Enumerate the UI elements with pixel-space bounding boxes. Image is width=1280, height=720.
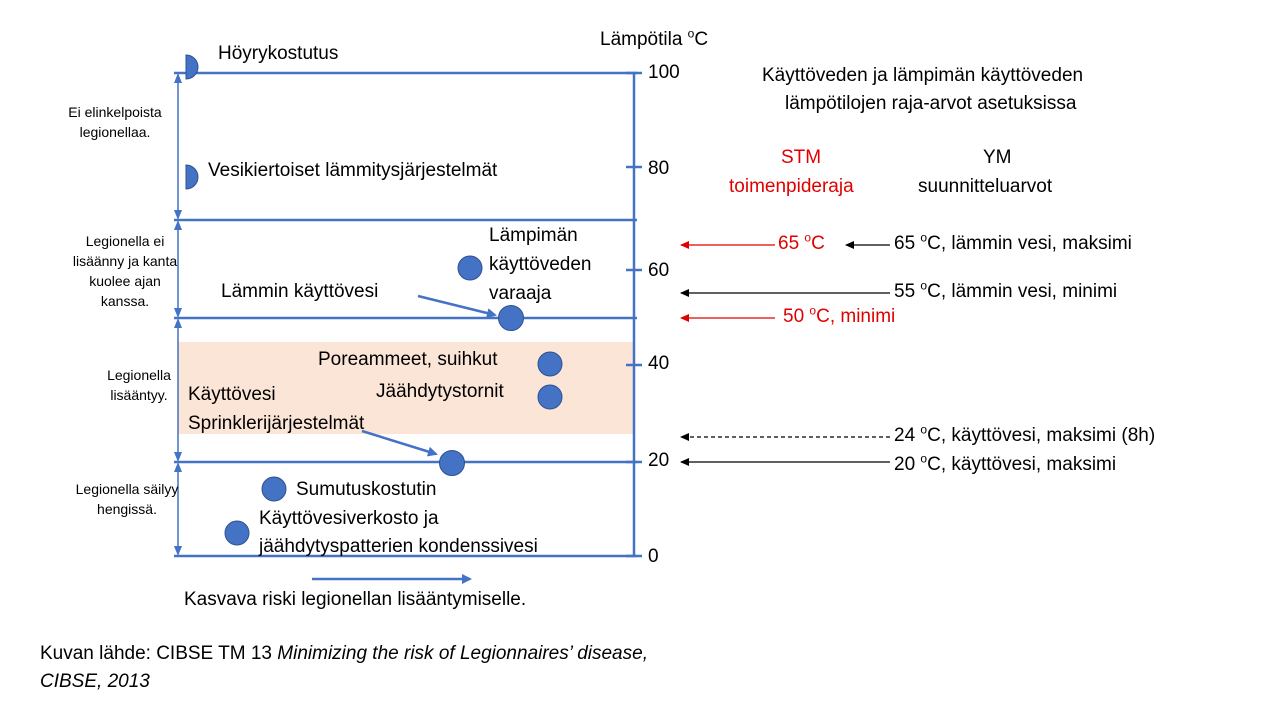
vesikiertoiset-marker [185,164,199,190]
lamminkayttovesi-pointer [417,294,497,318]
sprinkleri-pointer [361,429,438,457]
ym-55-label: 55 oC, lämmin vesi, minimi [894,280,1117,304]
item-hoyrykostutus: Höyrykostutus [218,43,339,64]
zone-label-no-survival: Ei elinkelpoista legionellaa. [68,104,162,140]
deg-sup: o [920,230,928,245]
item-kayttovesi: Käyttövesi [188,384,276,405]
ym-65-unit: C, lämmin vesi, maksimi [927,233,1132,254]
axis-ticks [626,71,642,558]
axis-title-unit: C [694,29,709,50]
item-vesikiertoiset: Vesikiertoiset lämmitysjärjestelmät [208,160,498,181]
stm-header-line2: toimenpideraja [729,176,854,197]
source-prefix: Kuvan lähde: CIBSE TM 13 [40,643,278,664]
ym-24-unit: C, käyttövesi, maksimi (8h) [927,425,1156,446]
zone-lines [174,71,637,558]
deg-sup: o [920,451,928,466]
poreammeet-marker [537,351,563,377]
source-line2: CIBSE, 2013 [40,669,150,695]
source-publisher: CIBSE, 2013 [40,671,150,692]
ym-header-line2: suunnitteluarvot [918,176,1053,197]
tick-label: 80 [648,158,670,179]
axis-title-sup: o [687,26,695,41]
ym-20-unit: C, käyttövesi, maksimi [927,454,1117,475]
source-title: Minimizing the risk of Legionnaires’ dis… [277,643,648,664]
jaahdytystornit-marker [537,384,563,410]
deg-sup: o [920,422,928,437]
ym-24-num: 24 [894,425,916,446]
risk-label: Kasvava riski legionellan lisääntymisell… [184,589,527,610]
ym-65-label: 65 oC, lämmin vesi, maksimi [894,232,1132,256]
kayttovesi-marker [439,450,465,476]
ym-55-num: 55 [894,281,916,302]
hoyrykostutus-marker [185,54,199,80]
verkosto-marker [224,520,250,546]
zone-label-growth: Legionella lisääntyy. [107,367,171,403]
zone-label-no-growth: Legionella ei lisäänny ja kanta kuolee a… [72,233,178,309]
item-sumutuskostutin: Sumutuskostutin [296,479,437,500]
axis-title-text: Lämpötila [600,29,683,50]
zone-label-survival: Legionella säilyy hengissä. [75,481,179,517]
ym-24-label: 24 oC, käyttövesi, maksimi (8h) [894,424,1155,448]
ym-header-line1: YM [983,147,1012,168]
deg-sup: o [804,230,812,245]
limits-title-line2: lämpötilojen raja-arvot asetuksissa [785,93,1077,114]
item-varaaja-line1: Lämpimän [489,225,578,246]
item-varaaja-line2: käyttöveden [489,254,592,275]
varaaja-marker [457,255,483,281]
stm-50-unit: C, minimi [816,306,896,327]
item-verkosto-line1: Käyttövesiverkosto ja [259,508,439,529]
item-poreammeet: Poreammeet, suihkut [318,349,498,370]
item-lamminkayttovesi: Lämmin käyttövesi [221,281,379,302]
deg-sup: o [809,303,817,318]
item-verkosto-line2: jäähdytyspatterien kondenssivesi [259,536,538,557]
lamminkayttovesi-marker [498,305,524,331]
deg-sup: o [920,278,928,293]
ym-20-num: 20 [894,454,916,475]
tick-label: 20 [648,450,670,471]
limits-title-line1: Käyttöveden ja lämpimän käyttöveden [762,65,1084,86]
ym-20-label: 20 oC, käyttövesi, maksimi [894,453,1116,477]
stm-50-label: 50 oC, minimi [783,305,895,329]
item-sprinkleri: Sprinklerijärjestelmät [188,413,365,434]
stm-65-unit: C [811,233,825,254]
stm-65-num: 65 [778,233,800,254]
ym-65-num: 65 [894,233,916,254]
stm-header-line1: STM [781,147,822,168]
axis-title: Lämpötila oC [600,28,708,52]
stm-65-label: 65 oC [778,232,825,256]
sumutuskostutin-marker [261,476,287,502]
ym-55-unit: C, lämmin vesi, minimi [927,281,1118,302]
item-varaaja-line3: varaaja [489,283,552,304]
tick-label: 0 [648,546,659,567]
source-line1: Kuvan lähde: CIBSE TM 13 Minimizing the … [40,641,648,667]
tick-label: 100 [648,62,680,83]
tick-label: 40 [648,353,670,374]
stm-50-num: 50 [783,306,805,327]
tick-label: 60 [648,260,670,281]
item-jaahdytystornit: Jäähdytystornit [376,381,504,402]
